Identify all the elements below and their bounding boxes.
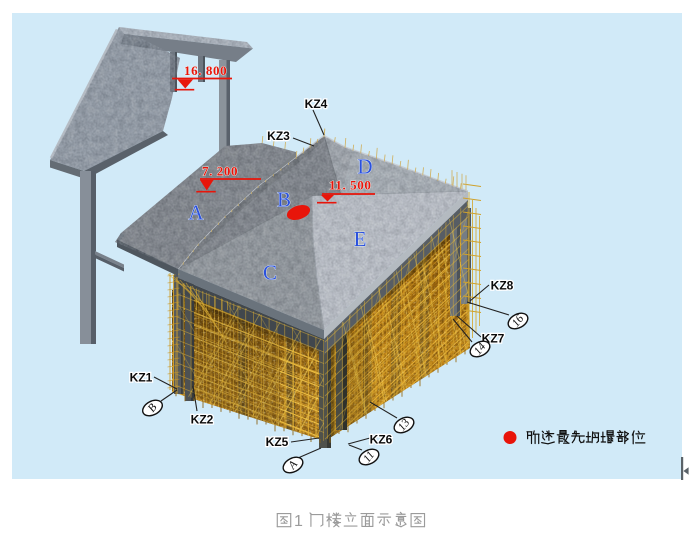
svg-text:E: E	[354, 227, 367, 251]
svg-text:KZ2: KZ2	[191, 413, 214, 427]
svg-text:11. 500: 11. 500	[329, 178, 371, 193]
svg-text:C: C	[263, 261, 277, 285]
svg-text:KZ3: KZ3	[267, 129, 290, 143]
svg-text:KZ8: KZ8	[491, 279, 514, 293]
svg-text:KZ6: KZ6	[370, 433, 393, 447]
svg-text:KZ4: KZ4	[305, 97, 328, 111]
svg-text:A: A	[188, 201, 204, 225]
svg-text:1: 1	[294, 513, 303, 530]
svg-text:7. 200: 7. 200	[202, 164, 238, 179]
svg-text:16. 800: 16. 800	[184, 63, 227, 78]
svg-text:KZ1: KZ1	[130, 371, 153, 385]
svg-text:D: D	[357, 155, 372, 179]
svg-text:KZ5: KZ5	[266, 435, 289, 449]
svg-text:B: B	[277, 188, 291, 212]
